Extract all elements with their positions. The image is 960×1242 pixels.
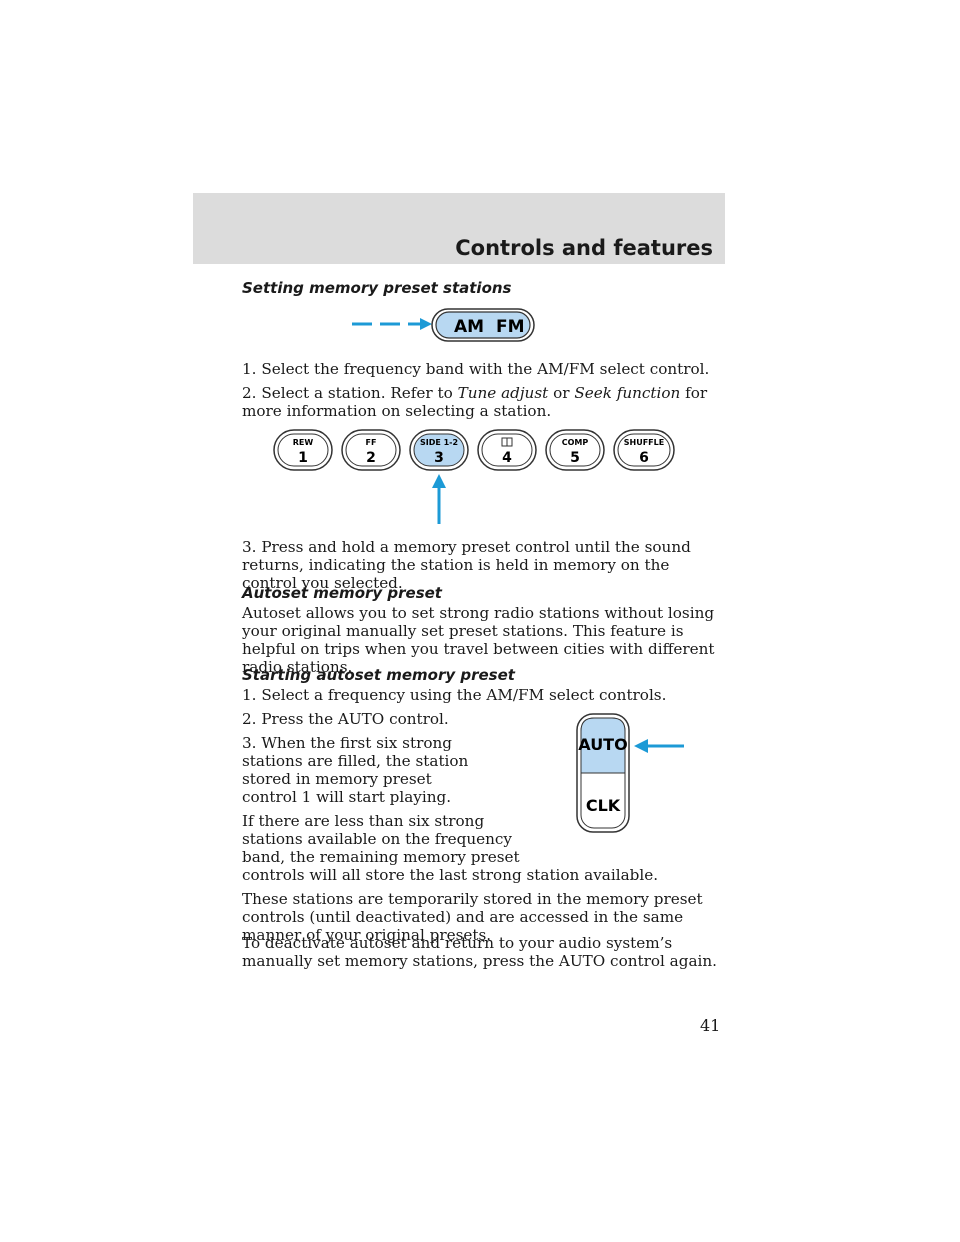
- amfm-select-figure: AM FM: [352, 308, 535, 342]
- preset-5-number: 5: [570, 450, 580, 466]
- preset-button-4: 4: [477, 429, 537, 471]
- amfm-label-am: AM: [454, 317, 484, 337]
- autoset-step-2: 2. Press the AUTO control.: [242, 710, 449, 728]
- link-tune-adjust: Tune adjust: [457, 384, 549, 402]
- step-2-suffix: for more information on selecting a stat…: [242, 384, 708, 420]
- less-line-1: If there are less than six strong: [242, 812, 485, 830]
- preset-2-number: 2: [366, 450, 376, 466]
- less-line-3: band, the remaining memory preset: [242, 848, 520, 866]
- heading-autoset-memory-preset: Autoset memory preset: [242, 584, 442, 602]
- autoset-description: Autoset allows you to set strong radio s…: [242, 604, 715, 676]
- preset-buttons-figure: REW 1 FF 2 SIDE 1-2 3 4 COMP 5 SHUFFLE 6: [273, 429, 675, 524]
- preset-button-1: REW 1: [273, 429, 333, 471]
- preset-button-5: COMP 5: [545, 429, 605, 471]
- temporarily-stored-paragraph: These stations are temporarily stored in…: [242, 890, 703, 944]
- preset-3-top-label: SIDE 1-2: [420, 438, 458, 447]
- less-line-4: controls will all store the last strong …: [242, 866, 659, 884]
- step-2-prefix: 2. Select a station. Refer to: [242, 384, 458, 402]
- autoset-step-3: 3. When the first six strong stations ar…: [242, 734, 469, 806]
- preset-1-top-label: REW: [293, 438, 314, 447]
- page-number: 41: [700, 1016, 721, 1035]
- step-1-select-band: 1. Select the frequency band with the AM…: [242, 360, 710, 378]
- dashed-arrow: [352, 318, 432, 330]
- preset-1-number: 1: [298, 450, 308, 466]
- section-header-band: Controls and features: [193, 193, 725, 264]
- amfm-label-fm: FM: [496, 317, 525, 337]
- clk-label: CLK: [586, 796, 621, 815]
- autoset-step-1: 1. Select a frequency using the AM/FM se…: [242, 686, 667, 704]
- step-3-press-hold: 3. Press and hold a memory preset contro…: [242, 538, 691, 592]
- step-2-mid: or: [548, 384, 575, 402]
- amfm-button-highlight: [435, 311, 531, 339]
- deactivate-autoset-paragraph: To deactivate autoset and return to your…: [242, 934, 717, 970]
- less-line-2: stations available on the frequency: [242, 830, 512, 848]
- left-arrow: [634, 739, 684, 753]
- link-seek-function: Seek function: [574, 384, 681, 402]
- auto-clk-figure: AUTO CLK: [576, 713, 684, 833]
- dolby-icon: [501, 437, 513, 447]
- less-than-six-paragraph: If there are less than six strong statio…: [242, 812, 727, 884]
- up-arrow: [432, 474, 446, 524]
- auto-button-highlight: [580, 717, 626, 774]
- preset-4-number: 4: [502, 450, 512, 466]
- heading-setting-memory-preset: Setting memory preset stations: [242, 279, 512, 297]
- preset-2-top-label: FF: [366, 438, 377, 447]
- auto-label: AUTO: [578, 735, 627, 754]
- preset-button-2: FF 2: [341, 429, 401, 471]
- preset-5-top-label: COMP: [562, 438, 589, 447]
- preset-6-number: 6: [639, 450, 649, 466]
- step-2-select-station: 2. Select a station. Refer to Tune adjus…: [242, 384, 727, 420]
- preset-button-6: SHUFFLE 6: [613, 429, 675, 471]
- preset-button-3: SIDE 1-2 3: [409, 429, 469, 471]
- section-title: Controls and features: [455, 236, 713, 260]
- heading-starting-autoset: Starting autoset memory preset: [242, 666, 515, 684]
- preset-6-top-label: SHUFFLE: [624, 438, 664, 447]
- preset-3-number: 3: [434, 450, 444, 466]
